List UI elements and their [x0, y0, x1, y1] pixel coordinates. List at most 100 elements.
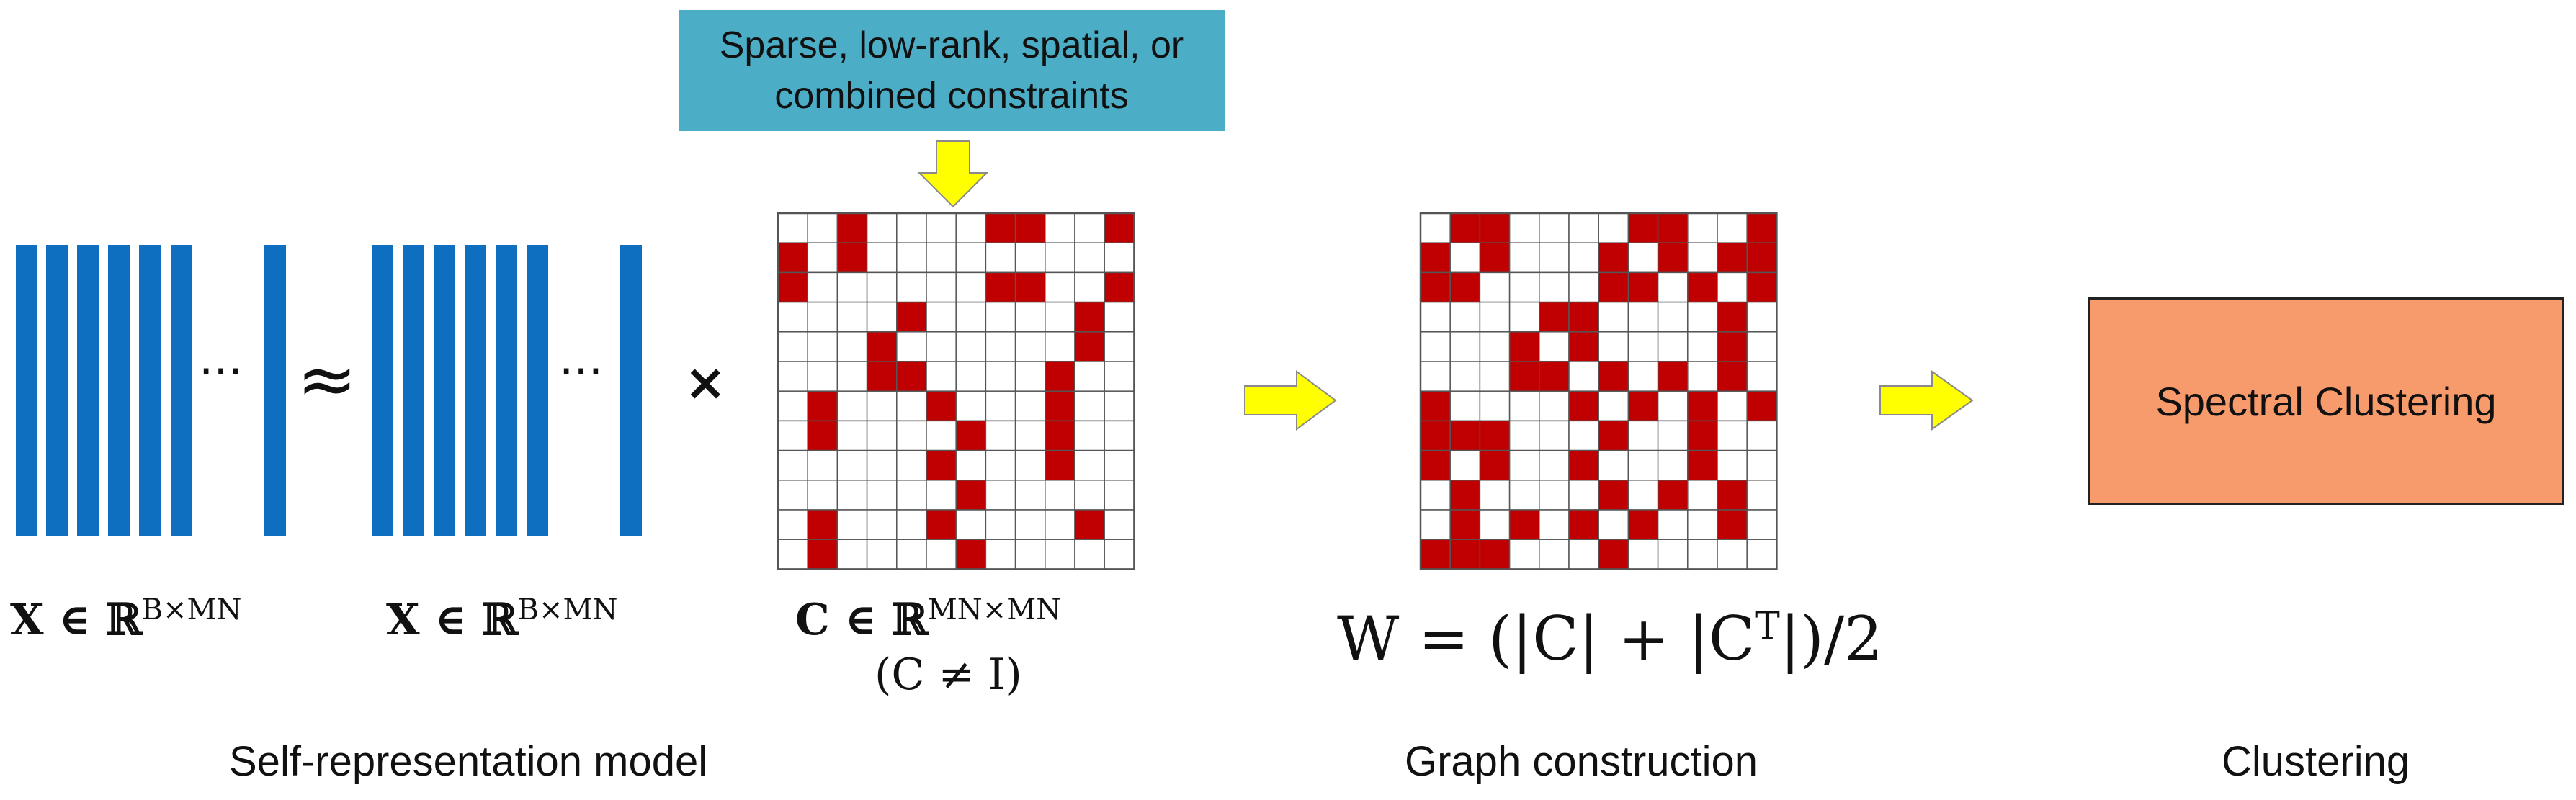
matrix-cell-filled	[985, 271, 1016, 303]
matrix-cell-empty	[1657, 509, 1689, 540]
matrix-cell-empty	[1479, 271, 1511, 303]
matrix-cell-empty	[1104, 242, 1135, 274]
matrix-cell-empty	[1449, 331, 1481, 362]
matrix-cell-empty	[1539, 390, 1570, 422]
matrix-cell-empty	[896, 390, 927, 422]
matrix-cell-empty	[836, 449, 868, 481]
matrix-cell-empty	[866, 449, 898, 481]
matrix-cell-empty	[1598, 331, 1629, 362]
constraints-line-2: combined constraints	[774, 75, 1129, 117]
matrix-cell-empty	[1045, 271, 1075, 303]
matrix-cell-empty	[1746, 331, 1778, 362]
matrix-cell-empty	[866, 480, 898, 511]
matrix-cell-empty	[1568, 242, 1599, 274]
matrix-cell-empty	[926, 420, 957, 451]
matrix-cell-empty	[1657, 420, 1689, 451]
matrix-cell-empty	[1539, 212, 1570, 243]
matrix-cell-filled	[1598, 480, 1629, 511]
matrix-cell-empty	[1687, 361, 1718, 392]
matrix-cell-empty	[1014, 390, 1046, 422]
matrix-cell-empty	[1014, 242, 1046, 274]
matrix-cell-filled	[1074, 331, 1105, 362]
matrix-cell-empty	[1657, 271, 1689, 303]
matrix-cell-empty	[1539, 242, 1570, 274]
w-formula-b: |)/2	[1779, 603, 1883, 674]
matrix-cell-empty	[1568, 539, 1599, 570]
right-arrow-2	[1879, 370, 1974, 431]
matrix-cell-empty	[896, 271, 927, 303]
matrix-cell-empty	[866, 509, 898, 540]
data-column	[171, 245, 192, 536]
matrix-cell-empty	[836, 361, 868, 392]
matrix-cell-empty	[896, 509, 927, 540]
c-label-sup: MN×MN	[927, 593, 1062, 626]
matrix-cell-filled	[1045, 390, 1075, 422]
affinity-matrix-w	[1419, 212, 1778, 570]
matrix-cell-filled	[1045, 361, 1075, 392]
matrix-cell-filled	[1479, 449, 1511, 481]
matrix-cell-filled	[1627, 390, 1659, 422]
matrix-cell-empty	[777, 212, 808, 243]
caption-clustering: Clustering	[2222, 738, 2410, 785]
matrix-cell-filled	[1627, 271, 1659, 303]
matrix-cell-empty	[896, 449, 927, 481]
matrix-cell-empty	[1074, 271, 1105, 303]
matrix-cell-empty	[985, 361, 1016, 392]
matrix-cell-empty	[1627, 539, 1659, 570]
matrix-cell-empty	[807, 449, 838, 481]
matrix-cell-empty	[985, 539, 1016, 570]
matrix-cell-empty	[1687, 509, 1718, 540]
matrix-cell-empty	[926, 301, 957, 333]
c-label: C ∈ ℝMN×MN	[795, 593, 1061, 645]
spectral-clustering-box: Spectral Clustering	[2088, 297, 2564, 505]
matrix-cell-empty	[955, 242, 987, 274]
matrix-cell-filled	[1568, 509, 1599, 540]
matrix-cell-empty	[1479, 480, 1511, 511]
matrix-cell-empty	[1074, 539, 1105, 570]
matrix-cell-empty	[866, 301, 898, 333]
matrix-cell-empty	[1539, 420, 1570, 451]
matrix-cell-filled	[1420, 539, 1451, 570]
matrix-cell-empty	[777, 390, 808, 422]
matrix-cell-filled	[1598, 361, 1629, 392]
down-arrow	[917, 140, 989, 208]
matrix-cell-empty	[1420, 301, 1451, 333]
matrix-cell-empty	[926, 480, 957, 511]
matrix-cell-empty	[1508, 420, 1540, 451]
matrix-cell-empty	[1420, 331, 1451, 362]
matrix-cell-filled	[1598, 539, 1629, 570]
matrix-cell-filled	[955, 420, 987, 451]
matrix-cell-empty	[836, 271, 868, 303]
data-column	[496, 245, 517, 536]
matrix-cell-empty	[1479, 361, 1511, 392]
matrix-cell-filled	[777, 271, 808, 303]
matrix-cell-empty	[807, 212, 838, 243]
matrix-cell-empty	[1627, 480, 1659, 511]
matrix-cell-empty	[836, 539, 868, 570]
matrix-cell-empty	[1449, 449, 1481, 481]
matrix-cell-empty	[1045, 480, 1075, 511]
matrix-cell-empty	[1539, 509, 1570, 540]
matrix-cell-empty	[1508, 390, 1540, 422]
matrix-cell-empty	[866, 212, 898, 243]
matrix-cell-empty	[985, 480, 1016, 511]
matrix-cell-filled	[1449, 480, 1481, 511]
matrix-cell-empty	[1508, 212, 1540, 243]
matrix-cell-empty	[1479, 390, 1511, 422]
matrix-cell-empty	[807, 361, 838, 392]
matrix-cell-empty	[1746, 539, 1778, 570]
matrix-cell-filled	[1449, 271, 1481, 303]
matrix-cell-empty	[836, 509, 868, 540]
x-label-right-text: X ∈ ℝ	[386, 595, 518, 645]
matrix-cell-empty	[896, 420, 927, 451]
matrix-cell-filled	[807, 539, 838, 570]
matrix-cell-empty	[1746, 449, 1778, 481]
matrix-cell-empty	[1508, 271, 1540, 303]
matrix-cell-empty	[807, 242, 838, 274]
matrix-cell-empty	[1449, 390, 1481, 422]
matrix-cell-filled	[1687, 420, 1718, 451]
data-column	[77, 245, 99, 536]
matrix-cell-empty	[866, 420, 898, 451]
matrix-cell-empty	[985, 242, 1016, 274]
